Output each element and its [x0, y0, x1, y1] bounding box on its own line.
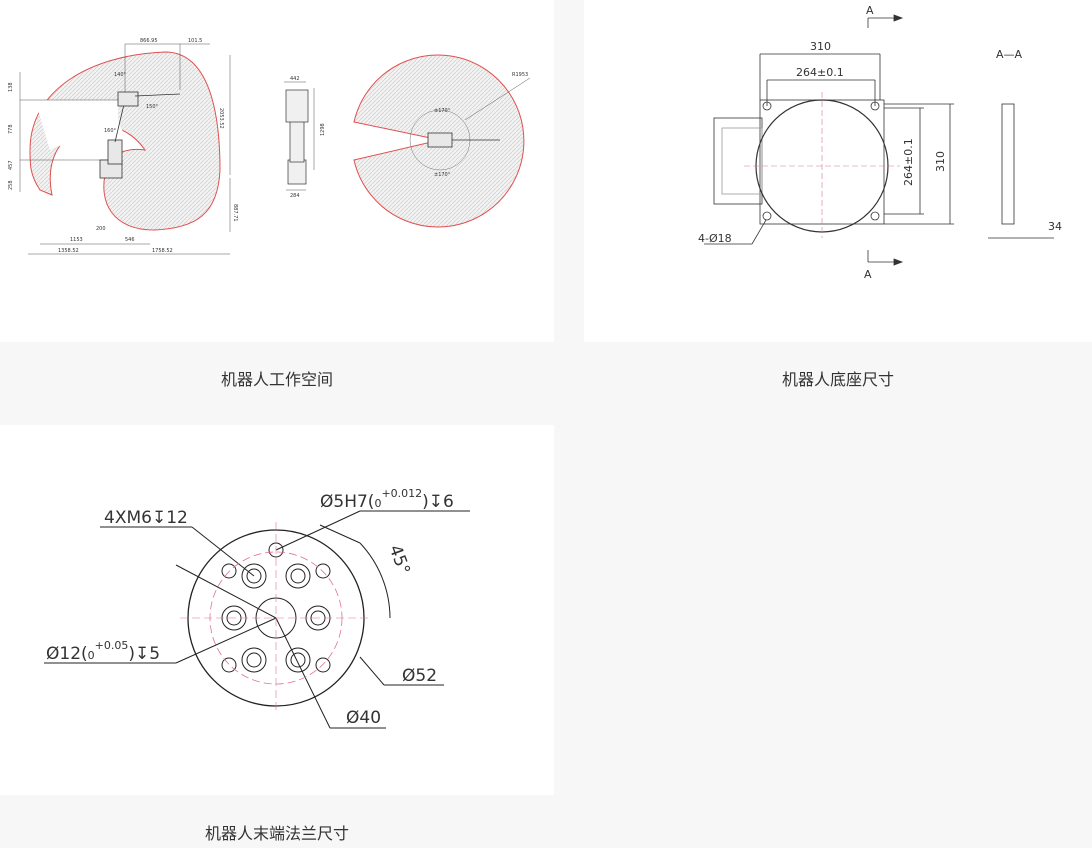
- workspace-inner-void: [35, 100, 130, 150]
- dim-310-height: 310: [934, 151, 947, 172]
- workspace-drawing[interactable]: 866.95 101.5 138 778 457 258 2053.52 887…: [0, 0, 554, 342]
- robot-top-view: [427, 77, 531, 148]
- dim-101: 101.5: [188, 38, 202, 44]
- base-svg: A A 310 264±0.1 264±0.1 310 4-Ø18 A—A 34: [698, 4, 1062, 281]
- dim-holes: 4-Ø18: [698, 232, 732, 245]
- angle-170-bottom: ±170°: [434, 172, 451, 178]
- label-pcd: Ø40: [346, 708, 381, 728]
- flange-card[interactable]: 4XM6↧12 Ø5H7(0+0.012)↧6 45° Ø12(0+0.05)↧…: [0, 425, 554, 848]
- dim-200: 200: [96, 226, 106, 232]
- dim-284: 284: [290, 193, 300, 199]
- angle-140: 140°: [114, 72, 127, 78]
- dim-457: 457: [8, 160, 14, 170]
- dim-1298: 1298: [320, 123, 326, 136]
- dim-thickness: 34: [1048, 220, 1062, 233]
- section-mark-top: A: [866, 4, 874, 17]
- dim-264-height: 264±0.1: [902, 138, 915, 186]
- dim-1153: 1153: [70, 237, 83, 243]
- dim-310-width: 310: [810, 40, 831, 53]
- dim-887: 887.71: [232, 204, 238, 222]
- dim-1758: 1758.52: [152, 248, 173, 254]
- base-drawing[interactable]: A A 310 264±0.1 264±0.1 310 4-Ø18 A—A 34: [584, 0, 1092, 342]
- dim-442: 442: [290, 76, 300, 82]
- flange-svg: 4XM6↧12 Ø5H7(0+0.012)↧6 45° Ø12(0+0.05)↧…: [44, 487, 470, 729]
- dim-546: 546: [125, 237, 135, 243]
- section-mark-bottom: A: [864, 268, 872, 281]
- workspace-caption: 机器人工作空间: [220, 370, 333, 389]
- flange-drawing[interactable]: 4XM6↧12 Ø5H7(0+0.012)↧6 45° Ø12(0+0.05)↧…: [0, 425, 554, 795]
- robot-arm-side: [99, 91, 181, 179]
- angle-150: 150°: [146, 104, 159, 110]
- base-card[interactable]: A A 310 264±0.1 264±0.1 310 4-Ø18 A—A 34…: [584, 0, 1092, 420]
- label-outer: Ø52: [402, 666, 437, 686]
- dim-866: 866.95: [140, 38, 158, 44]
- label-bore: Ø12(0+0.05)↧5: [46, 639, 160, 664]
- dim-258: 258: [8, 180, 14, 190]
- workspace-envelope-side: [29, 51, 221, 231]
- label-pin-hole: Ø5H7(0+0.012)↧6: [320, 487, 454, 512]
- base-caption: 机器人底座尺寸: [781, 370, 894, 389]
- section-title: A—A: [996, 48, 1023, 61]
- dim-138: 138: [8, 82, 14, 92]
- workspace-card[interactable]: 866.95 101.5 138 778 457 258 2053.52 887…: [0, 0, 554, 420]
- flange-caption: 机器人末端法兰尺寸: [204, 824, 349, 843]
- dim-r1953: R1953: [512, 72, 528, 78]
- workspace-svg: 866.95 101.5 138 778 457 258 2053.52 887…: [8, 38, 531, 255]
- dim-778: 778: [8, 124, 14, 134]
- angle-160: 160°: [104, 128, 117, 134]
- dim-2053: 2053.52: [218, 108, 224, 129]
- dim-1358: 1358.52: [58, 248, 79, 254]
- robot-front-view: [285, 89, 309, 185]
- angle-170-top: ±170°: [434, 108, 451, 114]
- label-angle: 45°: [385, 542, 414, 577]
- label-thread: 4XM6↧12: [104, 508, 188, 528]
- dim-264-width: 264±0.1: [796, 66, 844, 79]
